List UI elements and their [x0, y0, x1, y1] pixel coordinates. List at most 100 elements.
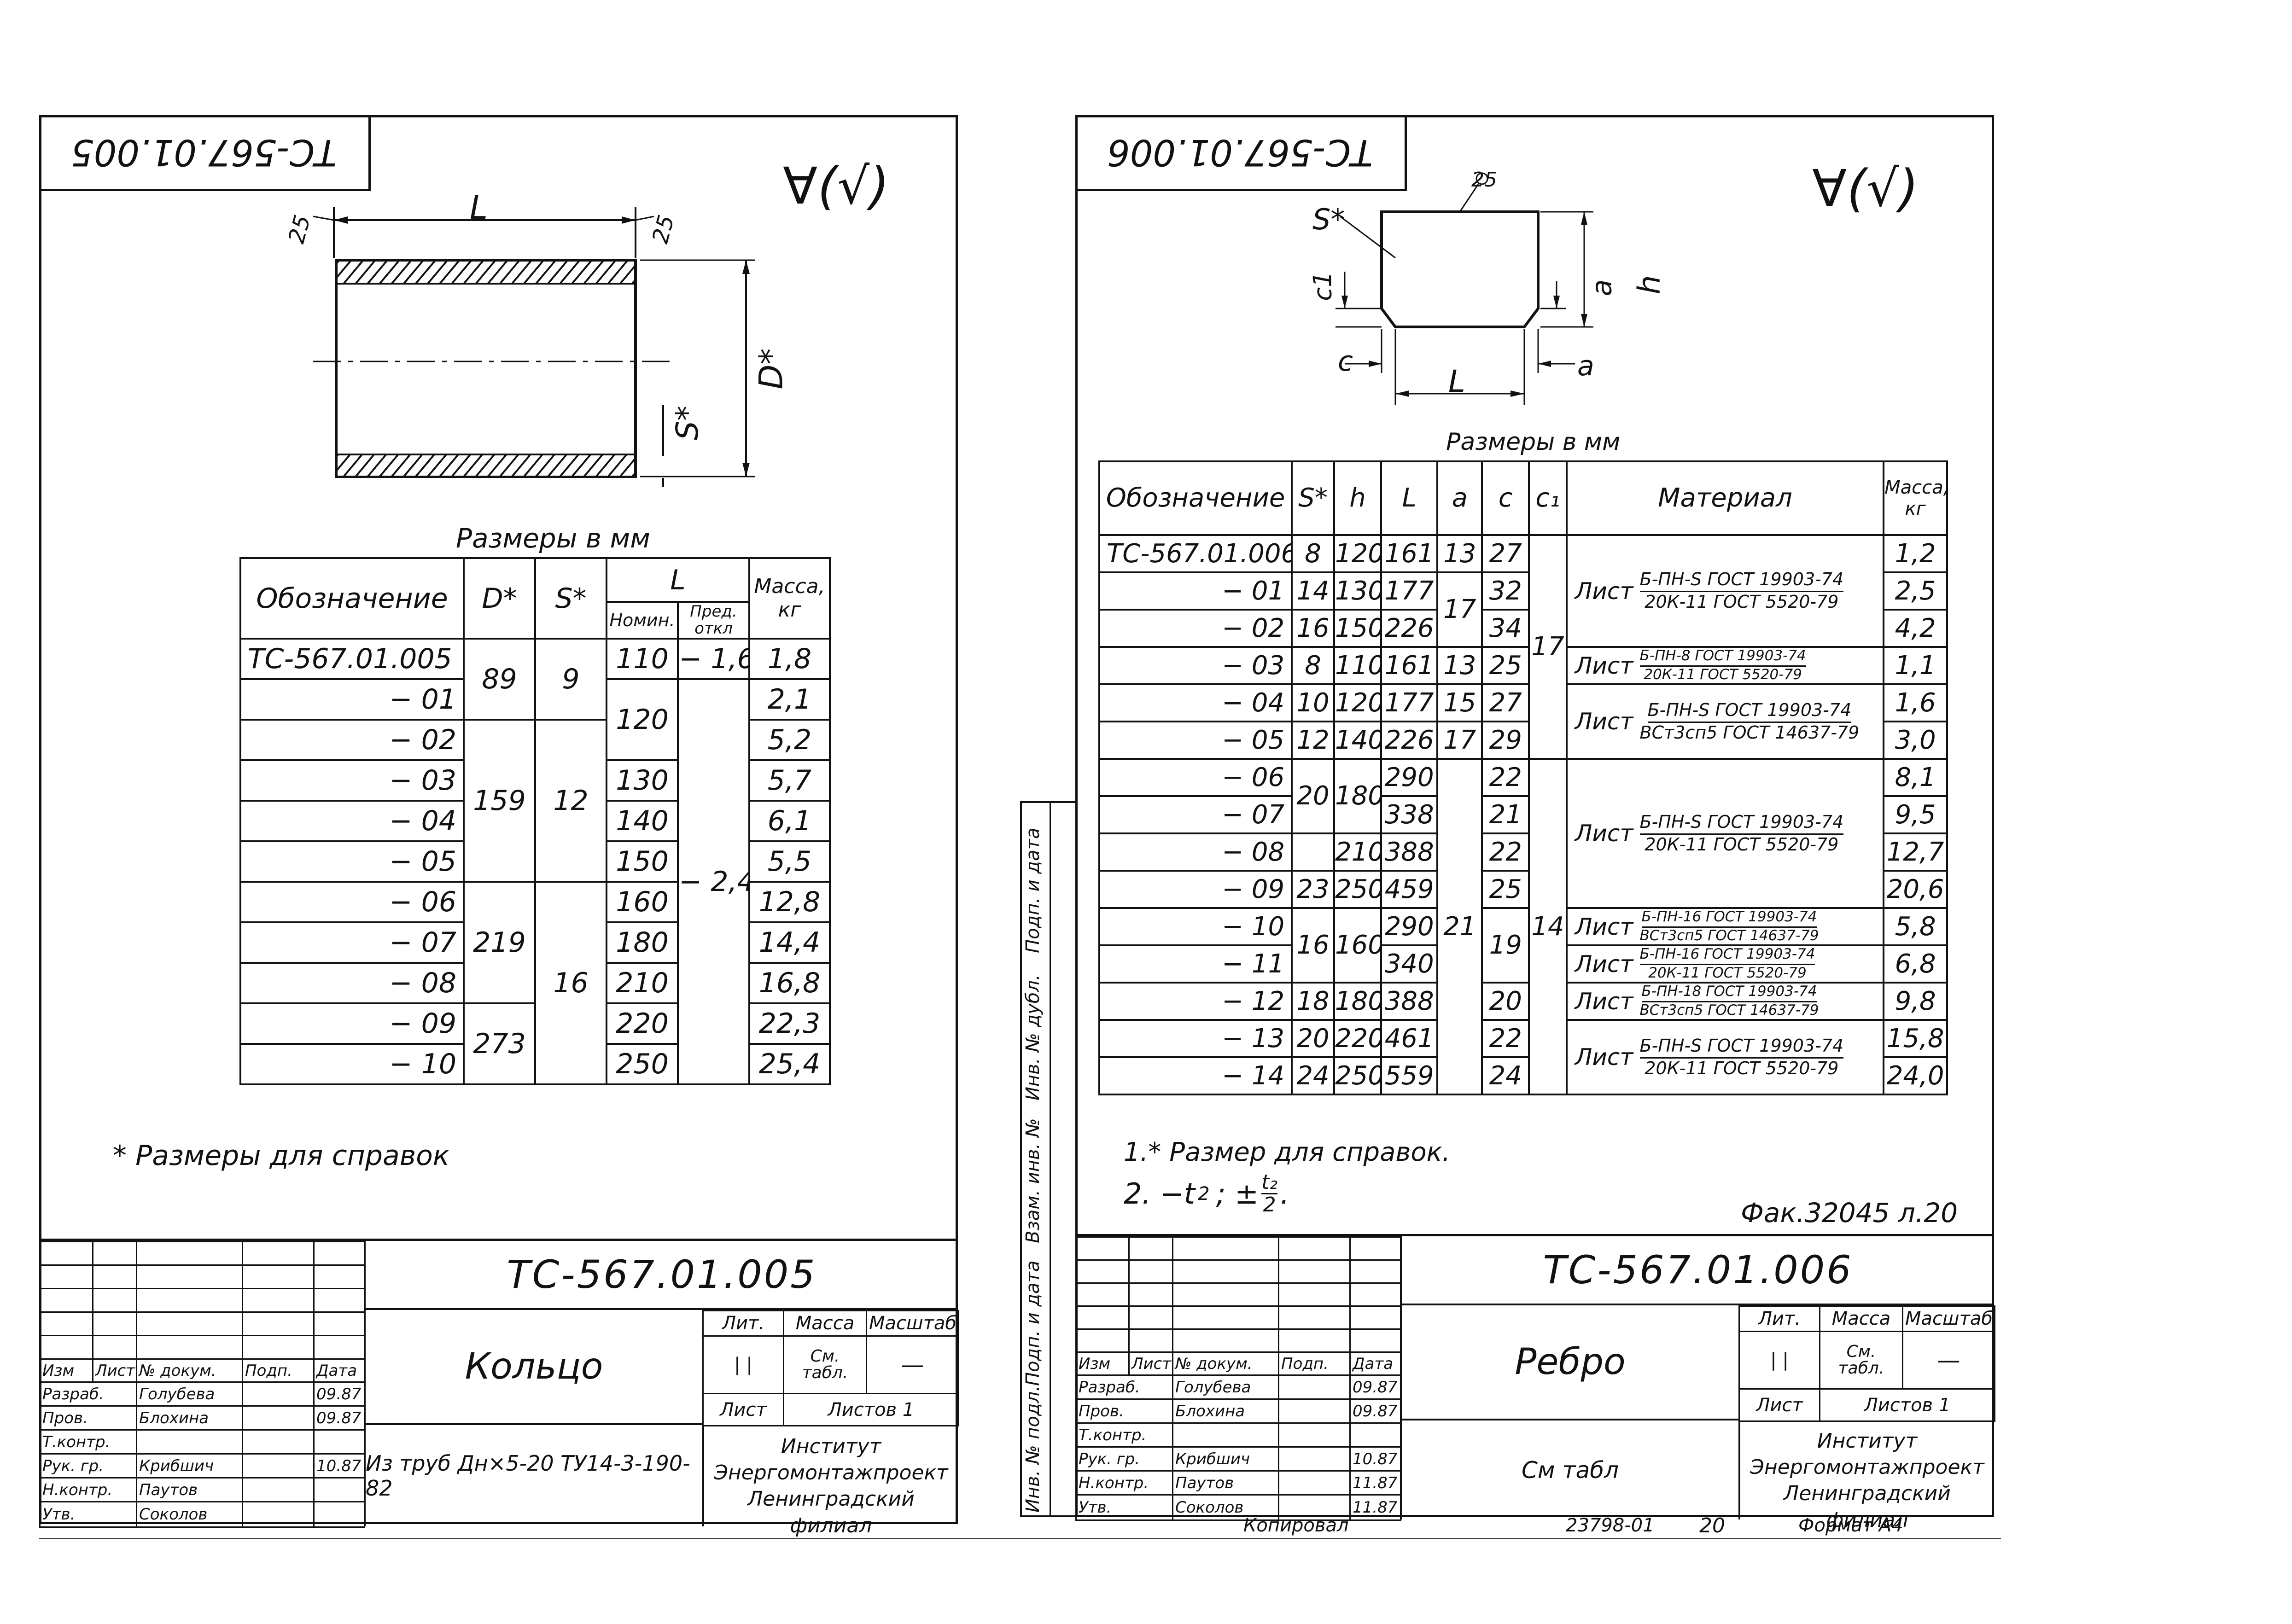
cell-h: 160 [1333, 907, 1382, 984]
mat-top: Б-ПН-S ГОСТ 19903-74 [1647, 700, 1852, 723]
person-name: Паутов [136, 1477, 243, 1502]
ink-note: Фак.32045 л.20 [1741, 1197, 1958, 1228]
left-dims-caption: Размеры в мм [456, 523, 650, 554]
table-row-designation: − 08 [239, 962, 465, 1004]
table-row-designation: − 08 [1098, 832, 1293, 872]
person-role: Н.контр. [1075, 1470, 1173, 1496]
cell-mass: 1,8 [748, 638, 831, 680]
note2-num: t₂ [1261, 1170, 1278, 1195]
cell-a: 17 [1436, 571, 1483, 648]
left-name-cell: Кольцо [364, 1310, 702, 1425]
person-date [313, 1501, 365, 1528]
cell-S: 16 [534, 881, 607, 1085]
cell-L: 226 [1380, 721, 1439, 760]
table-row-designation: − 06 [1098, 758, 1293, 797]
mat-top: Б-ПН-16 ГОСТ 19903-74 [1641, 910, 1817, 928]
left-header-code: ТС-567.01.005 [71, 131, 337, 173]
right-lit-grid: Лит. Масса Масштаб | | См. табл. — Лист … [1738, 1305, 1995, 1422]
sheets-label: Листов 1 [783, 1393, 959, 1426]
mat-label: Лист [1575, 1044, 1633, 1071]
person-date: 09.87 [313, 1381, 365, 1407]
table-row-designation: − 02 [239, 719, 465, 761]
cell-mass: 20,6 [1883, 870, 1948, 909]
lit-value: | | [1738, 1331, 1820, 1390]
cell-S: 10 [1291, 683, 1335, 722]
table-row-designation: − 13 [1098, 1019, 1293, 1058]
mat-label: Лист [1575, 820, 1633, 847]
cell-L: 226 [1380, 609, 1439, 648]
cell-h: 180 [1333, 758, 1382, 834]
role-izm: Изм [39, 1358, 93, 1383]
person-name: Соколов [136, 1501, 243, 1528]
cell-S: 20 [1291, 758, 1335, 834]
person-role: Н.контр. [39, 1477, 137, 1502]
right-sheet-frame [1075, 115, 1994, 1517]
left-note: * Размеры для справок [113, 1140, 450, 1172]
th-tolerance: Пред. откл [677, 601, 750, 640]
scale-label: Масштаб [866, 1310, 959, 1337]
th-c1: c₁ [1528, 460, 1568, 536]
mass-label: Масса [1819, 1305, 1903, 1332]
cell-S: 8 [1291, 534, 1335, 573]
cell-S: 12 [1291, 721, 1335, 760]
cell-c: 21 [1481, 795, 1530, 834]
cell-L: 161 [1380, 646, 1439, 685]
person-name: Голубева [136, 1381, 243, 1407]
left-spec-table: Обозначение D* S* L Масса, кг Номин. Пре… [239, 557, 831, 1085]
person-role: Рук. гр. [39, 1453, 137, 1478]
mat-label: Лист [1575, 950, 1633, 978]
th-S: S* [534, 557, 607, 640]
cell-D: 89 [463, 638, 536, 721]
rib-c1-label: c1 [1308, 271, 1337, 301]
table-row-designation: − 09 [239, 1002, 465, 1045]
org-line3: Ленинградский филиал [1784, 1482, 1951, 1532]
left-drawing-code: ТС-567.01.005 [507, 1252, 817, 1297]
cell-a: 13 [1436, 646, 1483, 685]
role-list: Лист [1128, 1351, 1173, 1376]
cell-L: 130 [606, 759, 679, 802]
cell-mass: 1,2 [1883, 534, 1948, 573]
mat-top: Б-ПН-8 ГОСТ 19903-74 [1639, 649, 1806, 667]
mat-bottom: ВСт3сп5 ГОСТ 14637-79 [1639, 722, 1860, 743]
cell-L: 150 [606, 840, 679, 883]
cell-h: 250 [1333, 870, 1382, 909]
cell-h: 210 [1333, 832, 1382, 872]
left-revisions-grid: Изм Лист № докум. Подп. Дата [39, 1241, 365, 1383]
rib-a-label: a [1586, 279, 1618, 297]
cell-c: 22 [1481, 758, 1530, 797]
left-material: Из труб Дн×5-20 ТУ14-3-190-82 [366, 1451, 690, 1501]
mat-top: Б-ПН-S ГОСТ 19903-74 [1639, 812, 1844, 835]
rib-S-label: S* [1312, 203, 1345, 236]
mat-bottom: 20К-11 ГОСТ 5520-79 [1648, 965, 1807, 981]
mass-value: См. табл. [1819, 1331, 1903, 1390]
mat-label: Лист [1575, 708, 1633, 735]
ring-wall-bottom [338, 454, 634, 476]
cell-c: 32 [1481, 571, 1530, 611]
cell-mass: 12,8 [748, 881, 831, 923]
person-date [313, 1429, 365, 1455]
cell-h: 220 [1333, 1019, 1382, 1058]
cell-mass: 5,7 [748, 759, 831, 802]
person-role: Т.контр. [1075, 1422, 1173, 1448]
table-row-designation: ТС-567.01.006 [1098, 534, 1293, 573]
person-role: Разраб. [1075, 1374, 1173, 1400]
person-name: Крибшич [136, 1453, 243, 1478]
cell-c: 25 [1481, 646, 1530, 685]
cell-mass: 5,8 [1883, 907, 1948, 946]
org-line2: Энергомонтажпроект [714, 1461, 948, 1485]
person-role: Разраб. [39, 1381, 137, 1407]
cell-L: 340 [1380, 944, 1439, 984]
side-label-sign-date: Подп. и дата [1022, 827, 1044, 953]
th-c: c [1481, 460, 1530, 536]
person-name: Крибшич [1172, 1446, 1279, 1472]
org-line1: Институт [781, 1435, 881, 1458]
person-date: 10.87 [1349, 1446, 1401, 1472]
th-L: L [606, 557, 750, 603]
cell-c: 29 [1481, 721, 1530, 760]
footer-format: Формат А4 [1798, 1515, 1903, 1536]
